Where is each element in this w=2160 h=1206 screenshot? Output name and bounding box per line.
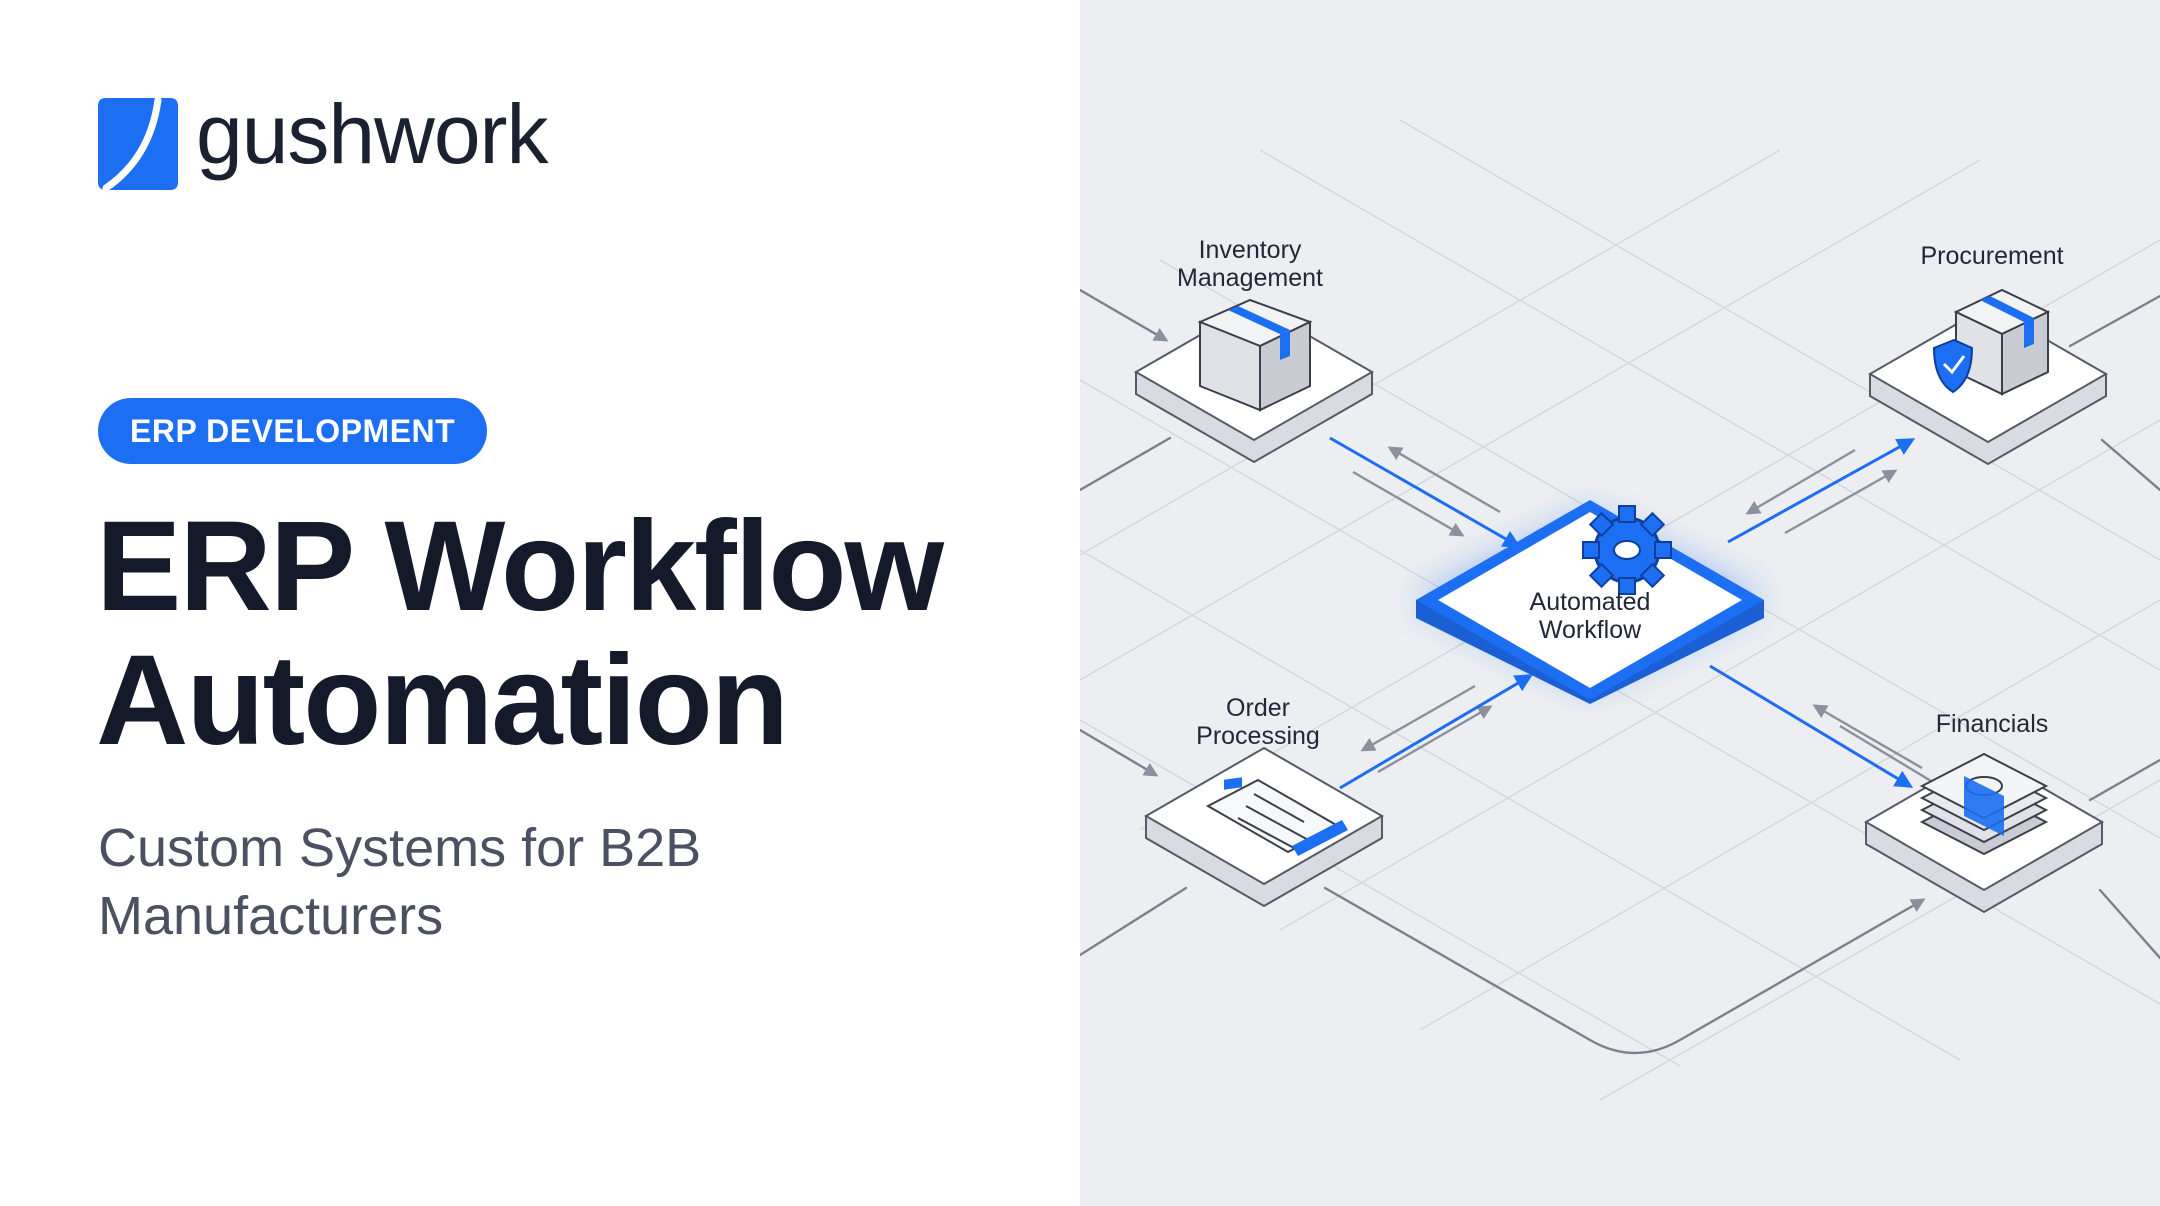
node-label-financials: Financials <box>1935 710 2049 738</box>
cash-stack-icon <box>1919 752 2049 856</box>
return-arrows <box>1352 446 1949 792</box>
headline-line-2: Automation <box>96 629 789 772</box>
node-label-inventory: Inventory Management <box>1177 236 1323 292</box>
workflow-diagram-panel: Inventory Management Procurement Order P… <box>1080 0 2160 1206</box>
category-badge: ERP DEVELOPMENT <box>98 398 488 464</box>
outer-connectors <box>1080 288 2160 1055</box>
center-hub-label: Automated Workflow <box>1529 588 1651 644</box>
subtitle-line-2: Manufacturers <box>98 886 444 946</box>
document-icon <box>1205 777 1348 856</box>
brand-name: gushwork <box>196 87 549 181</box>
left-panel: gushwork ERP DEVELOPMENT ERP Workflow Au… <box>96 87 1056 950</box>
gushwork-logo-icon <box>98 96 178 192</box>
page-title: ERP Workflow Automation <box>96 500 1056 768</box>
center-hub <box>1416 500 1764 704</box>
node-label-order: Order Processing <box>1196 694 1320 750</box>
workflow-diagram <box>1080 119 2160 1101</box>
gear-icon <box>1582 505 1672 595</box>
subtitle: Custom Systems for B2B Manufacturers <box>98 814 898 950</box>
headline-line-1: ERP Workflow <box>96 495 944 638</box>
flow-arrows <box>1329 436 1916 790</box>
node-label-procurement: Procurement <box>1920 242 2064 270</box>
box-icon <box>1197 298 1313 412</box>
subtitle-line-1: Custom Systems for B2B <box>98 818 702 878</box>
box-shield-icon <box>1932 288 2051 396</box>
